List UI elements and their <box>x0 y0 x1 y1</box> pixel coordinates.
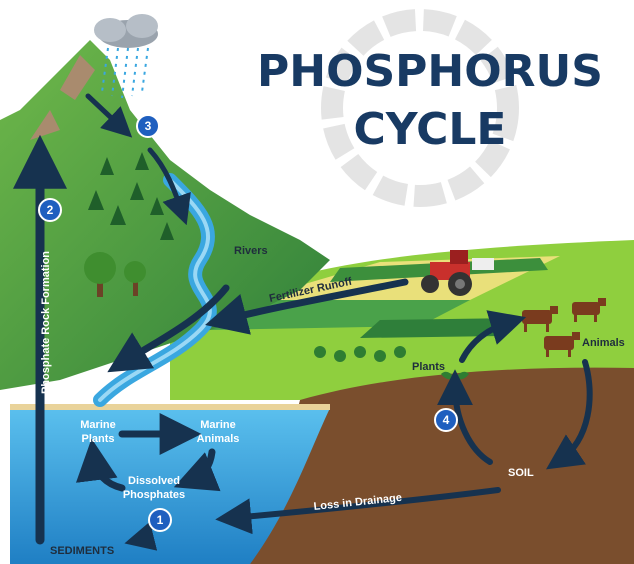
soil-ground <box>250 367 634 564</box>
rock-face <box>30 110 60 140</box>
arrow-dissolved-to-plants <box>75 438 126 492</box>
title-line1: PHOSPHORUS <box>257 46 603 97</box>
arrow-fertilizer-runoff <box>205 278 409 335</box>
arrow-soil-to-plants <box>437 369 493 465</box>
label-phosphate-rock-formation: Phosphate Rock Formation <box>40 251 52 394</box>
trees <box>84 252 146 297</box>
step-badge-3: 3 <box>136 114 160 138</box>
label-marine-animals-2: Animals <box>197 433 240 445</box>
label-soil: SOIL <box>508 467 534 479</box>
label-plants: Plants <box>412 361 445 373</box>
recycle-ring-icon <box>321 9 519 207</box>
label-marine-animals-1: Marine <box>200 419 235 431</box>
pine-trees <box>88 152 189 240</box>
arrow-mountain-runoff <box>147 147 191 226</box>
tractor-icon <box>421 250 494 296</box>
step-badge-2: 2 <box>38 198 62 222</box>
step-badge-4: 4 <box>434 408 458 432</box>
arrow-animals-to-soil <box>546 359 593 470</box>
rain-cloud-icon <box>94 14 158 99</box>
step-badge-2-number: 2 <box>47 203 54 217</box>
arrow-rain-weathering <box>85 93 133 138</box>
label-dissolved-phosphates-1: Dissolved <box>128 475 180 487</box>
label-rivers: Rivers <box>234 245 268 257</box>
shrubs <box>314 346 406 362</box>
label-marine-plants-2: Plants <box>81 433 114 445</box>
arrow-plants-to-animals <box>459 310 527 363</box>
label-sediments: SEDIMENTS <box>50 545 114 557</box>
step-badge-4-number: 4 <box>443 413 450 427</box>
arrow-animals-to-dissolved <box>173 448 221 492</box>
label-marine-plants-1: Marine <box>80 419 115 431</box>
rock-face <box>60 55 95 100</box>
arrow-loss-in-drainage <box>215 487 501 535</box>
label-dissolved-phosphates-2: Phosphates <box>123 489 185 501</box>
label-animals: Animals <box>582 337 625 349</box>
shore <box>10 404 330 410</box>
step-badge-3-number: 3 <box>145 119 152 133</box>
title-line2: CYCLE <box>354 104 507 155</box>
step-badge-1: 1 <box>148 508 172 532</box>
cow-icons <box>522 298 606 357</box>
step-badge-1-number: 1 <box>157 513 164 527</box>
